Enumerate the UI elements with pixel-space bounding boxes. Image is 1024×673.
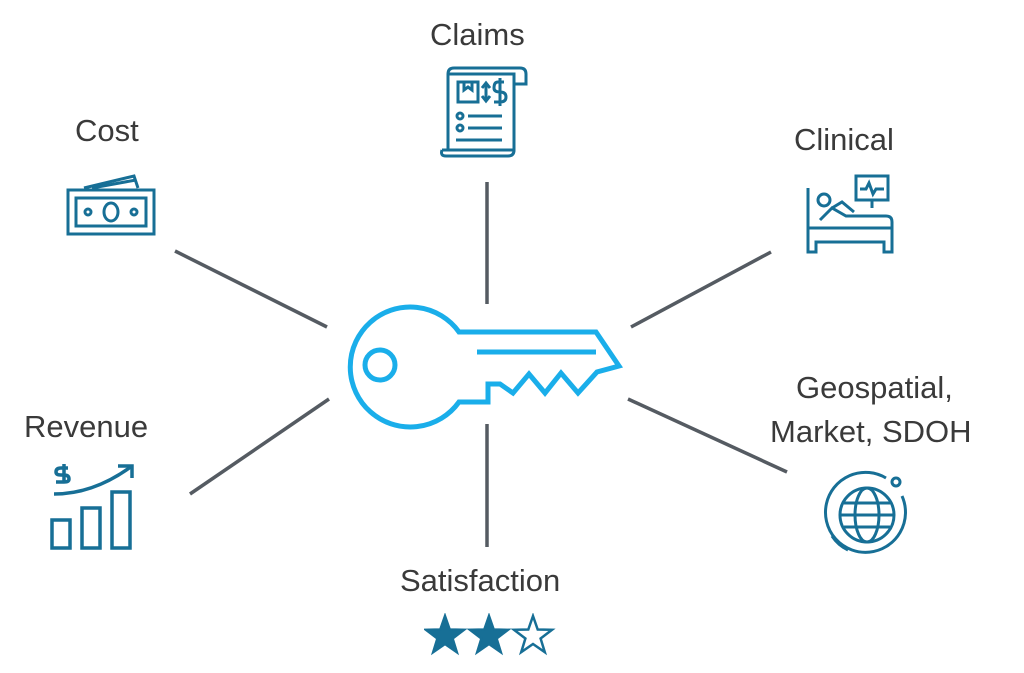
connector-revenue (189, 397, 330, 496)
claims-label: Claims (430, 17, 525, 52)
connector-clinical (630, 250, 772, 329)
globe-orbit-icon (824, 470, 907, 554)
hospital-bed-monitor-icon (806, 174, 894, 254)
star-rating-icon (424, 613, 556, 656)
revenue-label: Revenue (24, 409, 149, 444)
star-empty-3 (510, 613, 556, 656)
geo-label-line1: Geospatial, (796, 370, 953, 405)
connector-cost (174, 249, 328, 329)
geo-label-line2: Market, SDOH (770, 414, 972, 449)
star-filled-1 (424, 613, 468, 656)
cost-label: Cost (75, 113, 139, 148)
claim-document-icon (440, 66, 528, 158)
revenue-growth-chart-icon (50, 464, 134, 550)
money-bills-icon (66, 174, 156, 236)
satisfaction-label: Satisfaction (400, 563, 561, 598)
clinical-label: Clinical (794, 122, 894, 157)
star-filled-2 (466, 613, 512, 656)
connector-geo (627, 397, 788, 474)
key-icon (347, 304, 624, 430)
